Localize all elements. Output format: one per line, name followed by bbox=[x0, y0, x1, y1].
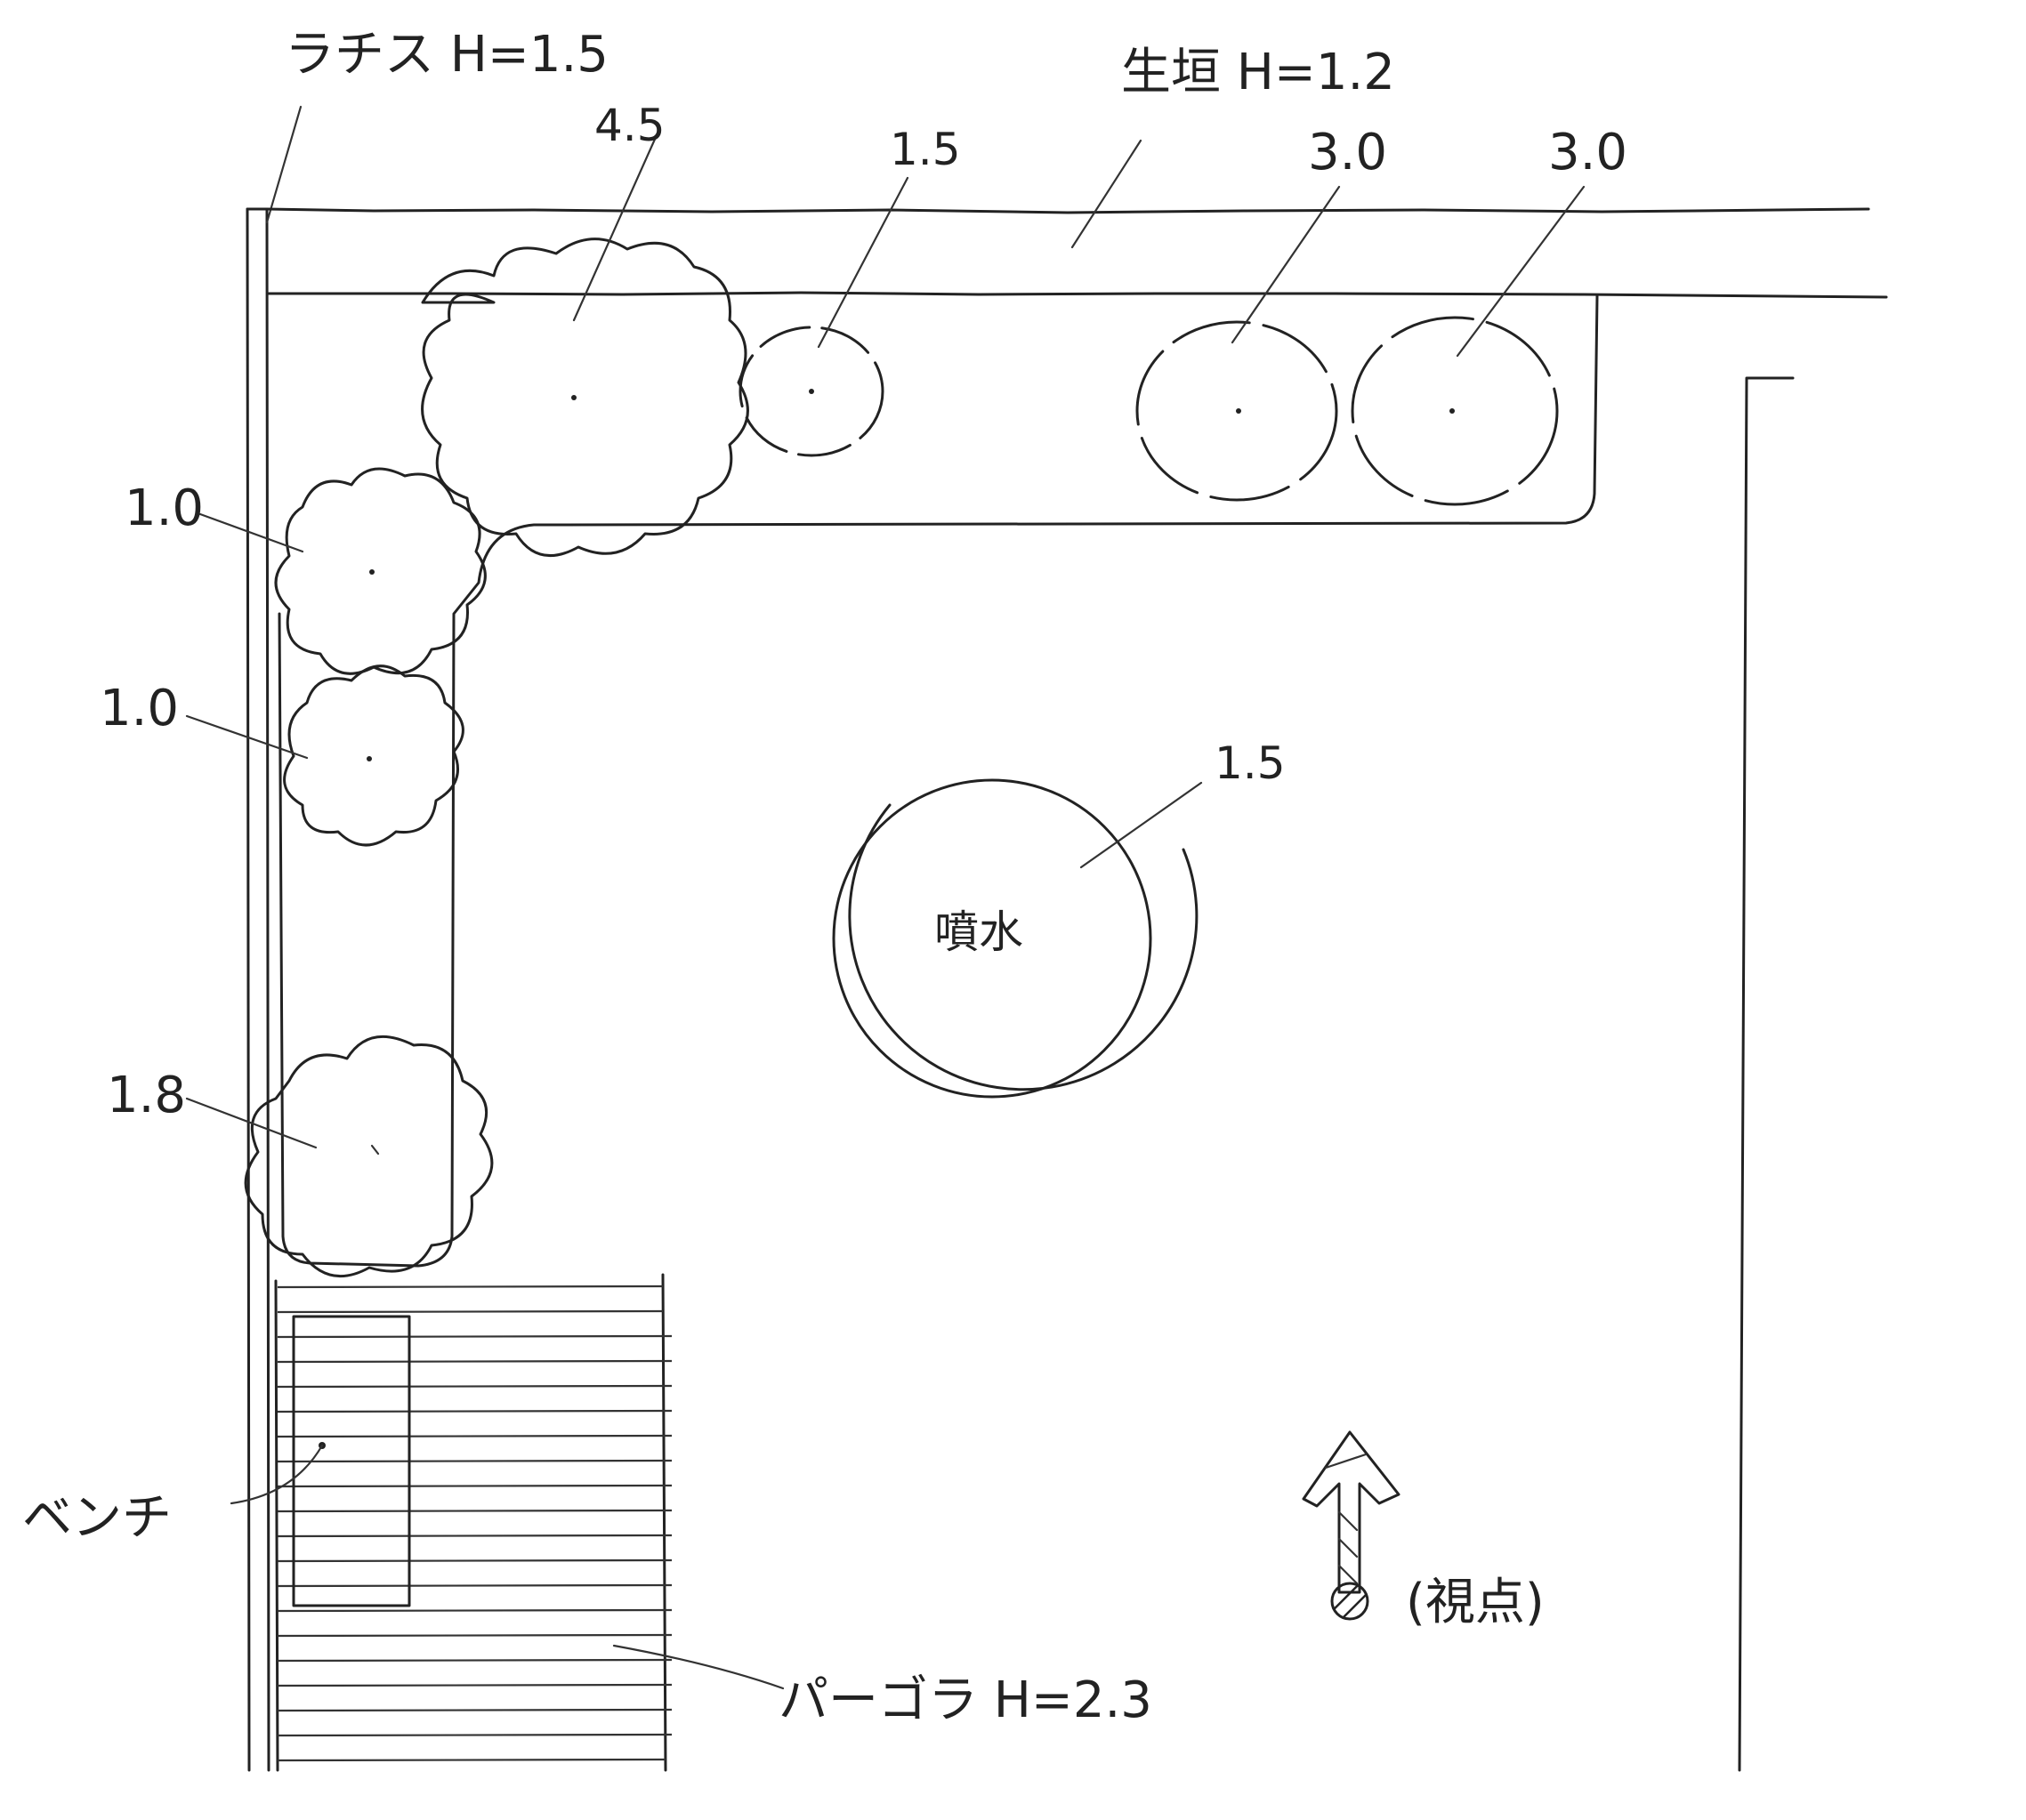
viewpoint-label: (視点) bbox=[1406, 1574, 1545, 1631]
tree-1-0-b bbox=[185, 664, 464, 847]
fountain bbox=[832, 778, 1203, 1099]
tree-label-1-0-b: 1.0 bbox=[100, 680, 179, 737]
tree-3-0-a bbox=[1135, 185, 1341, 502]
planting-bed-outline bbox=[278, 294, 1599, 1268]
pergola-label: パーゴラ H=2.3 bbox=[779, 1671, 1152, 1729]
bench bbox=[230, 1315, 411, 1607]
hedge bbox=[265, 139, 1888, 299]
bench-label: ベンチ bbox=[22, 1489, 172, 1547]
tree-1-5-top bbox=[739, 176, 909, 457]
viewpoint-arrow bbox=[1302, 1430, 1400, 1621]
fountain-label: 噴水 bbox=[934, 906, 1023, 958]
right-boundary-line bbox=[1738, 376, 1795, 1772]
tree-label-1-0-a: 1.0 bbox=[125, 479, 204, 537]
viewpoint-marker bbox=[1330, 1582, 1369, 1621]
hedge-label: 生垣 H=1.2 bbox=[1121, 44, 1395, 101]
lattice-label: ラチス H=1.5 bbox=[285, 26, 609, 84]
tree-1-8 bbox=[185, 1035, 494, 1278]
tree-label-1-5-top: 1.5 bbox=[890, 124, 961, 175]
tree-label-1-8: 1.8 bbox=[107, 1067, 186, 1124]
tree-label-3-0-b: 3.0 bbox=[1548, 124, 1627, 181]
tree-large-4-5 bbox=[421, 133, 749, 558]
tree-label-4-5: 4.5 bbox=[594, 100, 666, 151]
fountain-height-label: 1.5 bbox=[1215, 737, 1286, 789]
tree-label-3-0-a: 3.0 bbox=[1308, 124, 1387, 181]
pergola bbox=[274, 1273, 785, 1772]
lattice-fence bbox=[246, 105, 303, 1772]
tree-1-0-a bbox=[198, 467, 487, 675]
tree-3-0-b bbox=[1351, 185, 1586, 506]
